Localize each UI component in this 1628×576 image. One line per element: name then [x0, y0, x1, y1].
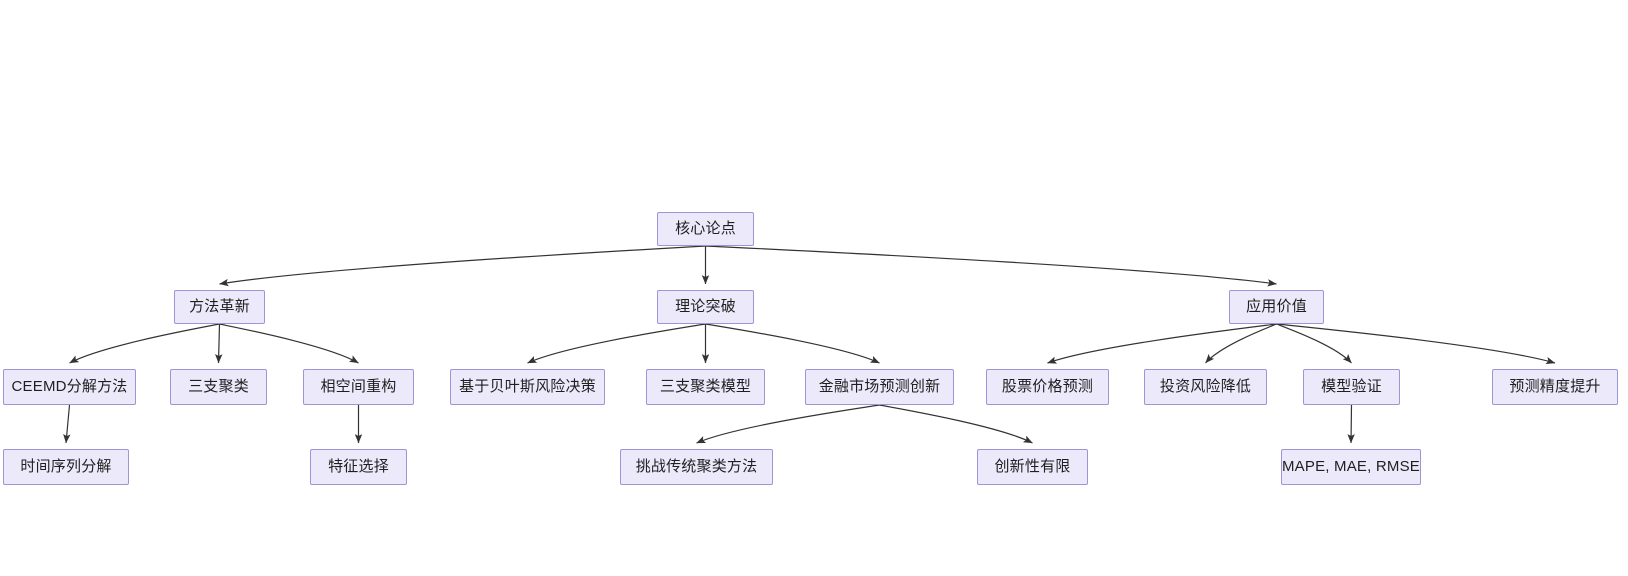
node-l2a2[interactable]: 三支聚类: [170, 369, 267, 405]
node-label: 基于贝叶斯风险决策: [459, 377, 596, 395]
node-label: 投资风险降低: [1159, 377, 1252, 395]
edge-l1c-to-l2c3: [1276, 323, 1352, 364]
node-label: 挑战传统聚类方法: [635, 457, 758, 475]
node-l3a3[interactable]: 特征选择: [310, 449, 407, 485]
node-label: 模型验证: [1321, 377, 1382, 395]
node-label: MAPE, MAE, RMSE: [1281, 457, 1421, 475]
node-label: 特征选择: [328, 457, 389, 475]
edge-l1b-to-l2b1: [527, 323, 706, 364]
node-root[interactable]: 核心论点: [657, 212, 754, 246]
node-l2a1[interactable]: CEEMD分解方法: [3, 369, 136, 405]
node-l2a3[interactable]: 相空间重构: [303, 369, 414, 405]
edge-l1c-to-l2c4: [1276, 323, 1556, 365]
edge-l2b3-to-l3b3a: [696, 404, 880, 444]
node-label: 应用价值: [1246, 297, 1307, 315]
node-l2c3[interactable]: 模型验证: [1303, 369, 1400, 405]
edge-l1c-to-l2c2: [1205, 323, 1277, 364]
node-l2c1[interactable]: 股票价格预测: [986, 369, 1109, 405]
node-label: 核心论点: [675, 219, 736, 237]
edge-l2a1-to-l3a1: [63, 404, 71, 444]
node-l1a[interactable]: 方法革新: [174, 290, 265, 324]
node-label: 相空间重构: [320, 377, 397, 395]
edge-root-to-l1c: [705, 245, 1277, 287]
edge-l1b-to-l2b3: [705, 323, 880, 364]
node-label: 股票价格预测: [1001, 377, 1094, 395]
node-label: 预测精度提升: [1509, 377, 1601, 395]
node-l2b3[interactable]: 金融市场预测创新: [805, 369, 954, 405]
node-label: 创新性有限: [994, 457, 1071, 475]
node-label: 方法革新: [189, 297, 250, 315]
node-label: 三支聚类: [188, 377, 249, 395]
node-l2b1[interactable]: 基于贝叶斯风险决策: [450, 369, 605, 405]
node-l2c2[interactable]: 投资风险降低: [1144, 369, 1267, 405]
node-l2b2[interactable]: 三支聚类模型: [646, 369, 765, 405]
node-l3b3a[interactable]: 挑战传统聚类方法: [620, 449, 773, 485]
node-l1b[interactable]: 理论突破: [657, 290, 754, 324]
edge-l2b3-to-l3b3b: [879, 404, 1033, 444]
edge-l1a-to-l2a1: [69, 323, 220, 364]
edge-l1a-to-l2a3: [219, 323, 359, 364]
edge-l1a-to-l2a2: [215, 323, 223, 364]
node-l3a1[interactable]: 时间序列分解: [3, 449, 129, 485]
node-l3c3[interactable]: MAPE, MAE, RMSE: [1281, 449, 1421, 485]
node-label: CEEMD分解方法: [11, 377, 128, 395]
node-label: 三支聚类模型: [659, 377, 752, 395]
edge-root-to-l1a: [219, 245, 706, 287]
node-l2c4[interactable]: 预测精度提升: [1492, 369, 1618, 405]
edge-l1c-to-l2c1: [1047, 323, 1277, 364]
edge-l2c3-to-l3c3: [1347, 404, 1355, 444]
node-label: 时间序列分解: [20, 457, 112, 475]
node-l3b3b[interactable]: 创新性有限: [977, 449, 1088, 485]
node-l1c[interactable]: 应用价值: [1229, 290, 1324, 324]
node-label: 金融市场预测创新: [818, 377, 941, 395]
node-label: 理论突破: [675, 297, 736, 315]
